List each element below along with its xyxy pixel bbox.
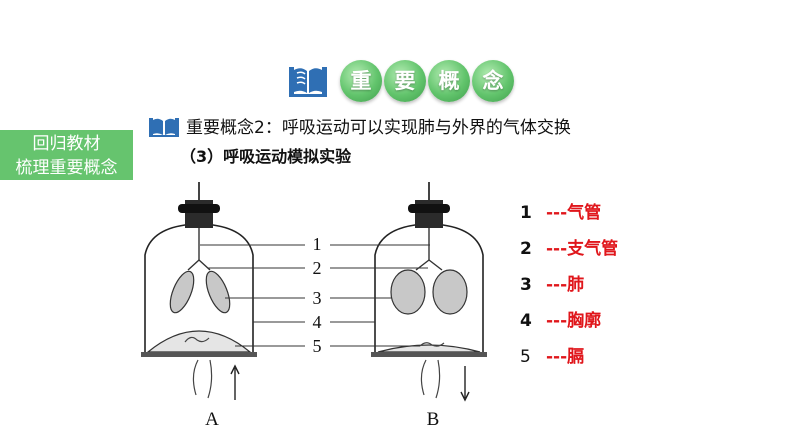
leader-lines — [200, 244, 430, 347]
diagram-label-3: 3 — [313, 288, 322, 308]
side-badge-line1: 回归教材 — [32, 134, 101, 154]
header-char-4: 念 — [472, 60, 514, 102]
bell-jar-b — [371, 182, 487, 402]
legend-num: 2 — [520, 239, 532, 259]
header-char-3: 概 — [428, 60, 470, 102]
legend-num: 4 — [520, 311, 532, 331]
legend-num: 1 — [520, 203, 532, 223]
breathing-model-diagram: 1 2 3 4 5 A B — [141, 182, 487, 430]
side-badge-line2: 梳理重要概念 — [15, 158, 118, 178]
legend-text: ---气管 — [546, 203, 602, 223]
legend-text: ---膈 — [546, 347, 585, 367]
legend-text: ---胸廓 — [546, 311, 602, 331]
legend-item: 2 ---支气管 — [520, 234, 618, 259]
concept-title: 重要概念2：呼吸运动可以实现肺与外界的气体交换 — [186, 118, 571, 138]
bell-jar-a — [141, 182, 257, 400]
legend-item: 3 ---肺 — [520, 270, 584, 295]
legend-num: 5 — [520, 347, 531, 367]
experiment-subtitle: （3）呼吸运动模拟实验 — [180, 147, 352, 166]
diagram-label-1: 1 — [313, 234, 322, 254]
diagram-label-2: 2 — [313, 258, 322, 278]
legend-text: ---支气管 — [546, 239, 619, 259]
header-char-2: 要 — [384, 60, 426, 102]
side-badge: 回归教材 梳理重要概念 — [0, 130, 133, 180]
book-icon — [289, 67, 327, 97]
diagram-label-4: 4 — [313, 312, 322, 332]
small-book-icon — [149, 118, 179, 137]
legend-item: 4 ---胸廓 — [520, 306, 601, 331]
diagram-caption-a: A — [205, 409, 219, 430]
diagram-label-5: 5 — [313, 336, 322, 356]
legend-text: ---肺 — [546, 275, 585, 295]
header-char-1: 重 — [340, 60, 382, 102]
legend-num: 3 — [520, 275, 532, 295]
legend-item: 1 ---气管 — [520, 198, 601, 223]
diagram-caption-b: B — [427, 409, 440, 430]
legend-item: 5 ---膈 — [520, 342, 584, 367]
